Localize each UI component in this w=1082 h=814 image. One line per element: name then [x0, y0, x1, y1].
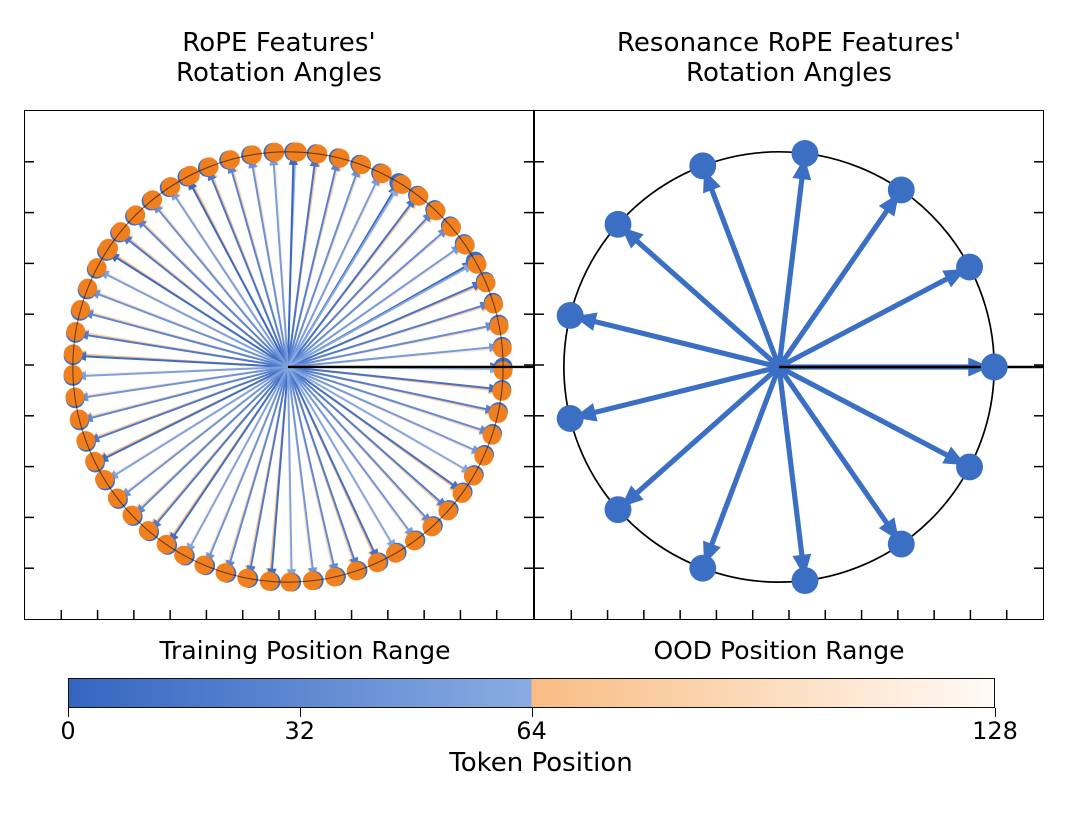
- colorbar: [68, 678, 995, 708]
- colorbar-training-label: Training Position Range: [159, 636, 451, 665]
- colorbar-axis-title: Token Position: [449, 748, 633, 778]
- colorbar-tick: [531, 708, 533, 717]
- colorbar-tick-label: 128: [972, 717, 1018, 745]
- colorbar-ticks: 0 32 64 128: [0, 708, 1082, 748]
- rope-plot-svg: [25, 142, 533, 619]
- panel-title-resonance-rope-line1: Resonance RoPE Features': [616, 28, 962, 58]
- colorbar-tick-label: 64: [516, 717, 547, 745]
- resonance-rope-plot-svg: [535, 139, 1043, 619]
- plot-panel-rope: [24, 110, 534, 620]
- panel-title-rope-line1: RoPE Features': [182, 28, 376, 58]
- plot-panel-resonance-rope: [534, 110, 1044, 620]
- colorbar-ood-label: OOD Position Range: [653, 636, 905, 665]
- panel-title-rope-line2: Rotation Angles: [175, 58, 383, 88]
- colorbar-tick: [299, 708, 301, 717]
- panel-title-resonance-rope: Resonance RoPE Features' Rotation Angles: [534, 28, 1044, 88]
- colorbar-tick-label: 0: [60, 717, 76, 745]
- panel-title-rope: RoPE Features' Rotation Angles: [24, 28, 534, 88]
- colorbar-tick: [995, 708, 996, 717]
- panel-title-resonance-rope-line2: Rotation Angles: [685, 58, 893, 88]
- colorbar-tick-label: 32: [284, 717, 316, 745]
- colorbar-gradient: [69, 679, 994, 707]
- colorbar-tick: [68, 708, 69, 717]
- colorbar-range-labels: Training Position Range OOD Position Ran…: [24, 636, 1044, 672]
